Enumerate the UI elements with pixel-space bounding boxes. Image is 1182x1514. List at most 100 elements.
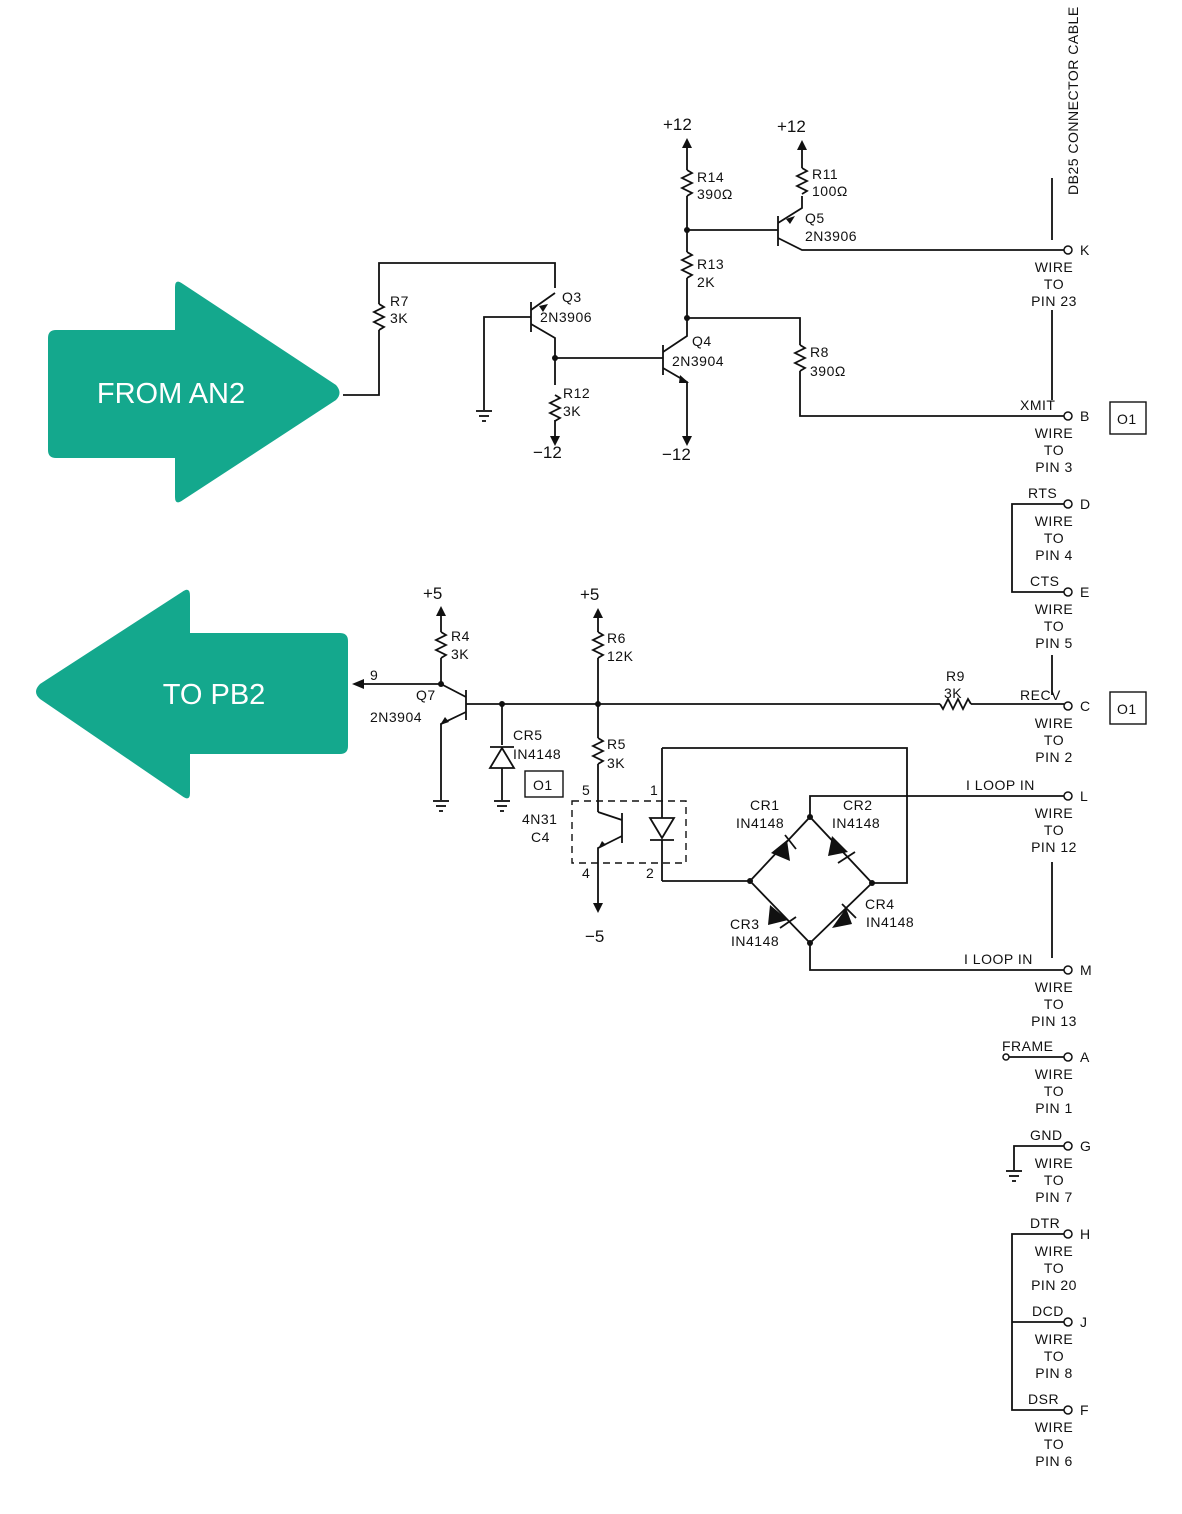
cr2-diode [828, 836, 856, 864]
r14-ref: R14 [697, 169, 724, 185]
cr1-ref: CR1 [750, 797, 780, 813]
pin-signal: FRAME [1002, 1038, 1054, 1054]
r7-resistor [371, 303, 387, 331]
pin-wire-text: WIRE [1035, 259, 1074, 275]
pin-wire-text: PIN 20 [1031, 1277, 1077, 1293]
cr3-part: IN4148 [731, 933, 779, 949]
pin-wire-text: TO [1044, 276, 1064, 292]
pin-terminal [1063, 411, 1073, 421]
connector-title: DB25 CONNECTOR CABLE [1065, 6, 1081, 195]
q7-ref: Q7 [416, 687, 436, 703]
r4-resistor [433, 631, 449, 659]
cr4-ref: CR4 [865, 896, 895, 912]
r14-resistor [679, 169, 695, 197]
pin-terminal [1063, 701, 1073, 711]
r12-resistor [547, 394, 563, 422]
pin-wire-text: PIN 6 [1035, 1453, 1073, 1469]
r5-ref: R5 [607, 736, 626, 752]
r12-ref: R12 [563, 385, 590, 401]
pin-signal: I LOOP IN [966, 777, 1035, 793]
pin-wire-text: WIRE [1035, 513, 1074, 529]
rail-plus5-a: +5 [423, 584, 442, 603]
pin-wire-text: WIRE [1035, 1155, 1074, 1171]
pin-wire-text: WIRE [1035, 715, 1074, 731]
r11-resistor [794, 167, 810, 195]
cr3-ref: CR3 [730, 916, 760, 932]
q3-transistor [530, 292, 556, 358]
r13-value: 2K [697, 274, 715, 290]
rail-minus12-b: −12 [662, 445, 691, 464]
pin-letter: M [1080, 962, 1092, 978]
r13-ref: R13 [697, 256, 724, 272]
q3-ref: Q3 [562, 289, 582, 305]
pin-wire-text: WIRE [1035, 1066, 1074, 1082]
r8-resistor [792, 344, 808, 372]
q5-ref: Q5 [805, 210, 825, 226]
pin-wire-text: TO [1044, 442, 1064, 458]
rail-minus12-a: −12 [533, 443, 562, 462]
cr5-part: IN4148 [513, 746, 561, 762]
pin-wire-text: TO [1044, 1436, 1064, 1452]
pin-letter: G [1080, 1138, 1091, 1154]
r11-value: 100Ω [812, 183, 848, 199]
pin-wire-text: PIN 2 [1035, 749, 1073, 765]
r9-ref: R9 [946, 668, 965, 684]
q4-ref: Q4 [692, 333, 712, 349]
loc-box-recv: O1 [1117, 701, 1137, 717]
pin-wire-text: WIRE [1035, 805, 1074, 821]
pin-wire-text: WIRE [1035, 1331, 1074, 1347]
pin-wire-text: PIN 12 [1031, 839, 1077, 855]
rail-plus12-b: +12 [777, 117, 806, 136]
r11-ref: R11 [812, 166, 838, 182]
cr5-ref: CR5 [513, 727, 543, 743]
pin-terminal [1063, 965, 1073, 975]
cr4-diode [832, 903, 857, 928]
u4n31-loc: C4 [531, 829, 550, 845]
r8-value: 390Ω [810, 363, 846, 379]
pin-wire-text: PIN 7 [1035, 1189, 1073, 1205]
rail-plus5-b: +5 [580, 585, 599, 604]
cr4-part: IN4148 [866, 914, 914, 930]
pin-letter: C [1080, 698, 1091, 714]
to-pb2-arrow: TO PB2 [36, 589, 348, 799]
pin-wire-text: PIN 4 [1035, 547, 1073, 563]
opto-pin4: 4 [582, 865, 590, 881]
u4n31-ref: 4N31 [522, 811, 557, 827]
loc-box-cr5: O1 [533, 777, 553, 793]
pin-wire-text: TO [1044, 1172, 1064, 1188]
pin-wire-text: TO [1044, 1348, 1064, 1364]
pin9-label: 9 [370, 667, 378, 683]
pin-wire-text: PIN 13 [1031, 1013, 1077, 1029]
r9-value: 3K [944, 685, 962, 701]
pin-terminal [1063, 1229, 1073, 1239]
pin-wire-text: TO [1044, 1083, 1064, 1099]
cr2-ref: CR2 [843, 797, 873, 813]
pin-wire-text: TO [1044, 618, 1064, 634]
pin-terminal [1063, 499, 1073, 509]
pin-wire-text: PIN 3 [1035, 459, 1073, 475]
pin-terminal [1063, 1141, 1073, 1151]
r8-ref: R8 [810, 344, 829, 360]
opto-pin5: 5 [582, 782, 590, 798]
pin-terminal [1063, 791, 1073, 801]
pin-terminal [1063, 1317, 1073, 1327]
cr1-diode [771, 834, 797, 861]
r6-value: 12K [607, 648, 634, 664]
pin-wire-text: PIN 1 [1035, 1100, 1073, 1116]
q3-part: 2N3906 [540, 309, 592, 325]
r5-resistor [590, 737, 606, 765]
pin-letter: E [1080, 584, 1090, 600]
pin-wire-text: WIRE [1035, 979, 1074, 995]
pin-letter: B [1080, 408, 1090, 424]
pin-letter: F [1080, 1402, 1089, 1418]
pin-signal: CTS [1030, 573, 1060, 589]
pin-letter: A [1080, 1049, 1090, 1065]
pin-signal: DCD [1032, 1303, 1064, 1319]
pin-wire-text: WIRE [1035, 1243, 1074, 1259]
rail-minus5: −5 [585, 927, 604, 946]
